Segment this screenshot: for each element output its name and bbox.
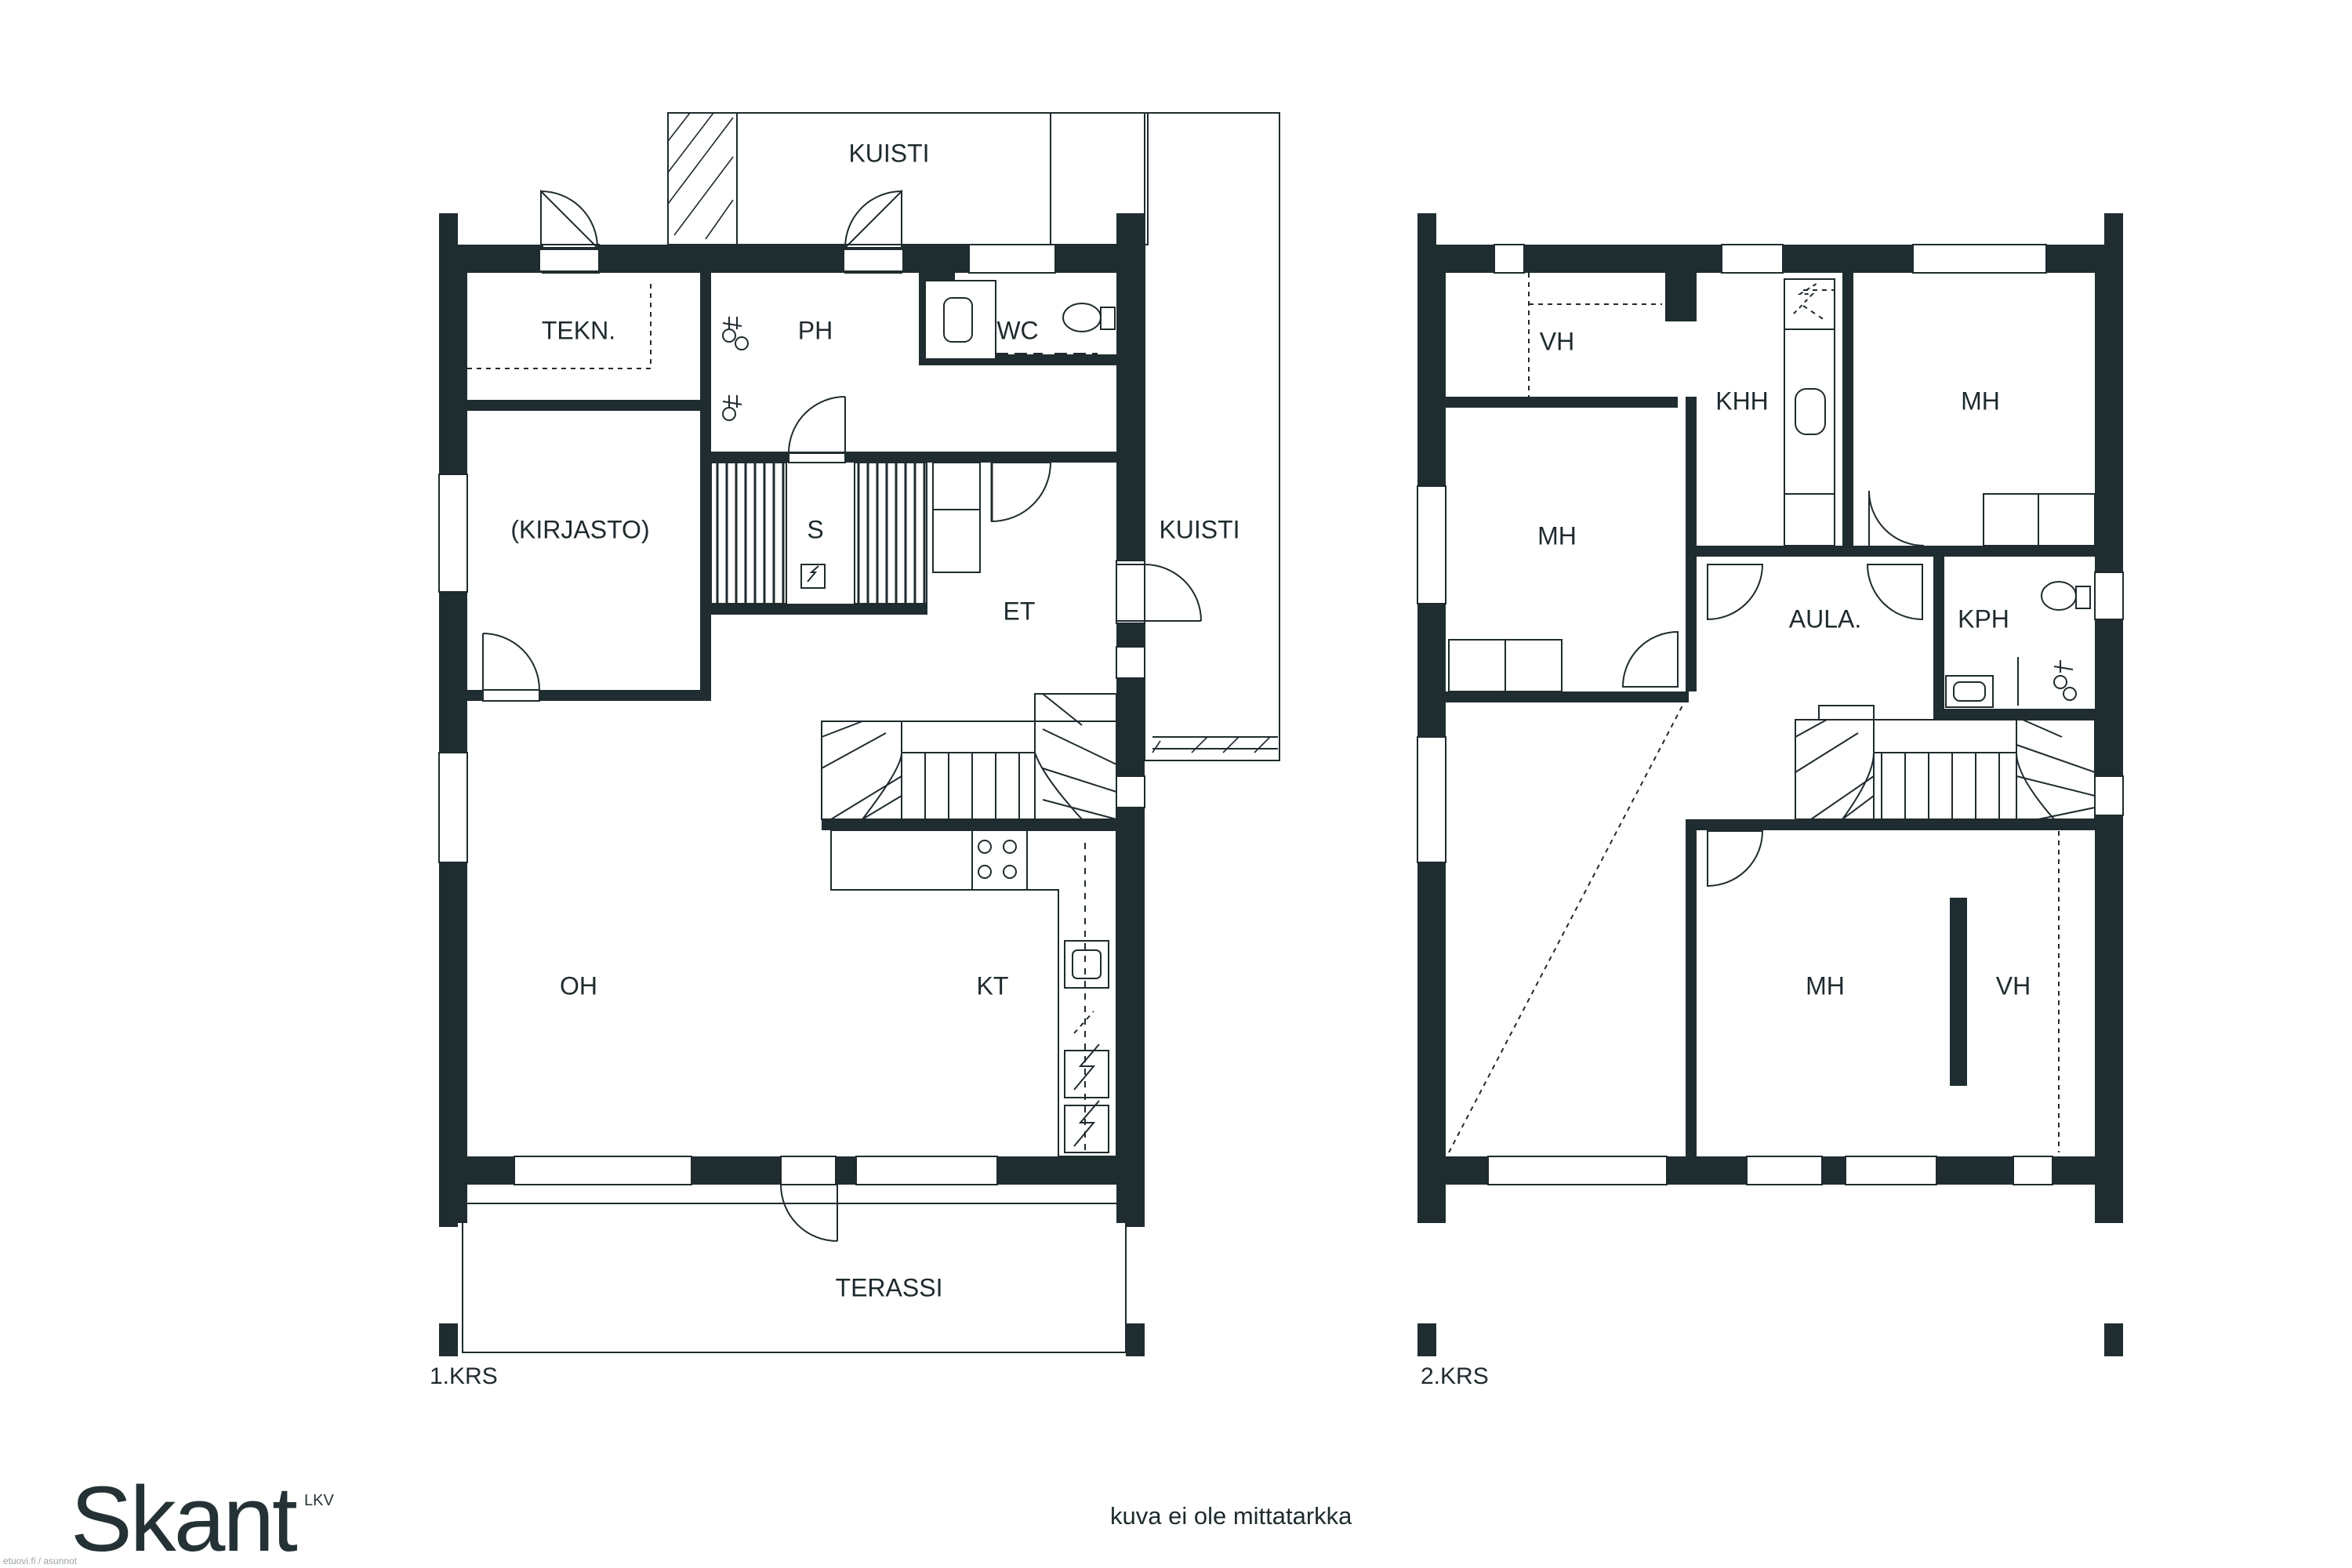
room-label-mh-topright: MH xyxy=(1961,387,2000,415)
floor-2-plan xyxy=(1417,213,2124,1356)
room-label-vh-bottom: VH xyxy=(1996,971,2031,1000)
room-label-terassi: TERASSI xyxy=(836,1273,943,1301)
brand-logo: Skant xyxy=(71,1468,297,1568)
room-label-mh-left: MH xyxy=(1537,521,1577,550)
room-label-ph: PH xyxy=(798,316,833,344)
room-label-kph: KPH xyxy=(1958,604,2009,633)
room-labels: KUISTI TEKN. PH WC (KIRJASTO) S KUISTI E… xyxy=(510,139,2031,1301)
room-label-mh-bottom: MH xyxy=(1806,971,1845,1000)
room-label-wc: WC xyxy=(996,316,1038,344)
room-label-khh: KHH xyxy=(1715,387,1769,415)
room-label-kuisti-top: KUISTI xyxy=(848,139,929,167)
room-label-et: ET xyxy=(1004,597,1036,625)
brand-logo-suffix: LKV xyxy=(304,1492,334,1509)
room-label-kirjasto: (KIRJASTO) xyxy=(510,515,649,543)
room-label-kt: KT xyxy=(977,971,1009,1000)
room-label-vh-top: VH xyxy=(1540,327,1574,355)
floor-2-label: 2.KRS xyxy=(1421,1363,1489,1389)
source-credit: etuovi.fi / asunnot xyxy=(3,1555,78,1566)
room-label-aula: AULA. xyxy=(1789,604,1861,633)
floor-1-label: 1.KRS xyxy=(430,1363,498,1389)
floor-1-plan xyxy=(438,112,1280,1356)
scale-disclaimer: kuva ei ole mittatarkka xyxy=(1110,1502,1352,1530)
room-label-tekn: TEKN. xyxy=(542,316,615,344)
room-label-sauna: S xyxy=(807,515,823,543)
room-label-kuisti-side: KUISTI xyxy=(1159,515,1240,543)
room-label-oh: OH xyxy=(560,971,597,1000)
